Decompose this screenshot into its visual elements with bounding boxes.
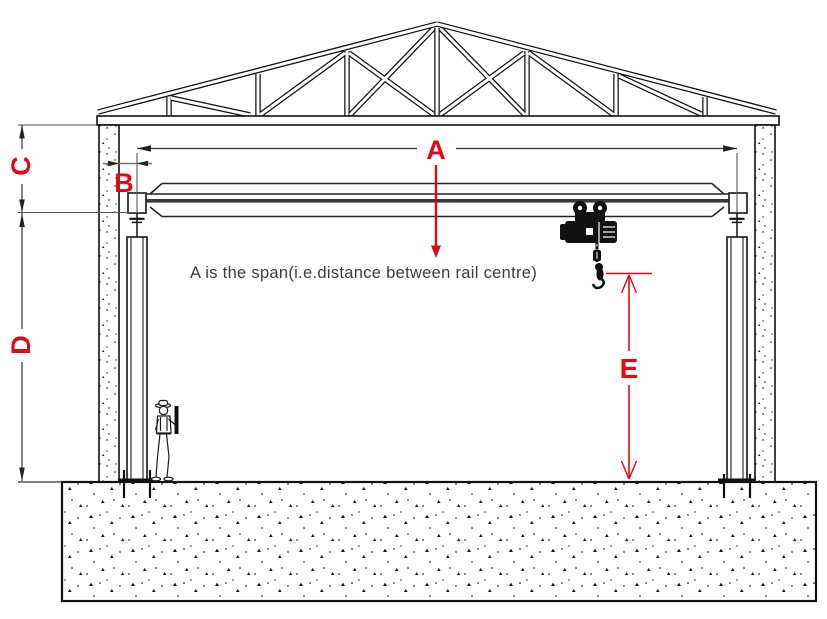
dimension-c-label: C bbox=[6, 156, 36, 176]
truss-bottom-chord bbox=[96, 115, 780, 126]
hoist-chain bbox=[593, 243, 601, 262]
dimension-a-label: A bbox=[426, 135, 446, 165]
worker-leg bbox=[155, 433, 161, 478]
hoist-trolley bbox=[560, 201, 617, 290]
hoist-hook bbox=[591, 263, 606, 290]
right-wall bbox=[754, 124, 776, 483]
dimension-a: A bbox=[136, 135, 738, 258]
end-carriage-right bbox=[728, 192, 748, 214]
worker-figure bbox=[150, 399, 179, 482]
worker-head bbox=[158, 405, 169, 416]
crane-girder bbox=[127, 182, 748, 237]
worker-arm-down bbox=[154, 418, 160, 431]
rail-seat-left bbox=[129, 213, 145, 237]
worker-shoe bbox=[150, 476, 162, 482]
worker-leg bbox=[165, 433, 170, 478]
foundation bbox=[18, 480, 818, 603]
roof-truss bbox=[96, 21, 780, 126]
dimension-d: D bbox=[6, 213, 36, 481]
foundation-slab bbox=[60, 480, 818, 603]
worker-shoe bbox=[163, 476, 174, 482]
dimension-c: C bbox=[6, 124, 141, 214]
right-column bbox=[718, 236, 756, 498]
dimension-e: E bbox=[606, 272, 652, 480]
span-annotation: A is the span(i.e.distance between rail … bbox=[190, 264, 537, 282]
annotation-pointer-arrowhead bbox=[431, 245, 441, 258]
left-column bbox=[118, 236, 156, 498]
dimension-b-label: B bbox=[114, 168, 134, 198]
worker-tool bbox=[174, 406, 179, 434]
rail-seat-right bbox=[729, 213, 745, 237]
dimension-e-label: E bbox=[620, 353, 639, 384]
dimension-b: B bbox=[103, 160, 152, 198]
dimension-d-label: D bbox=[6, 335, 36, 355]
truss-members-core bbox=[97, 22, 777, 117]
worker-torso bbox=[155, 415, 172, 434]
right-column-base-plate bbox=[718, 478, 756, 482]
crane-rail bbox=[146, 199, 729, 203]
left-column-base-plate bbox=[118, 478, 156, 482]
